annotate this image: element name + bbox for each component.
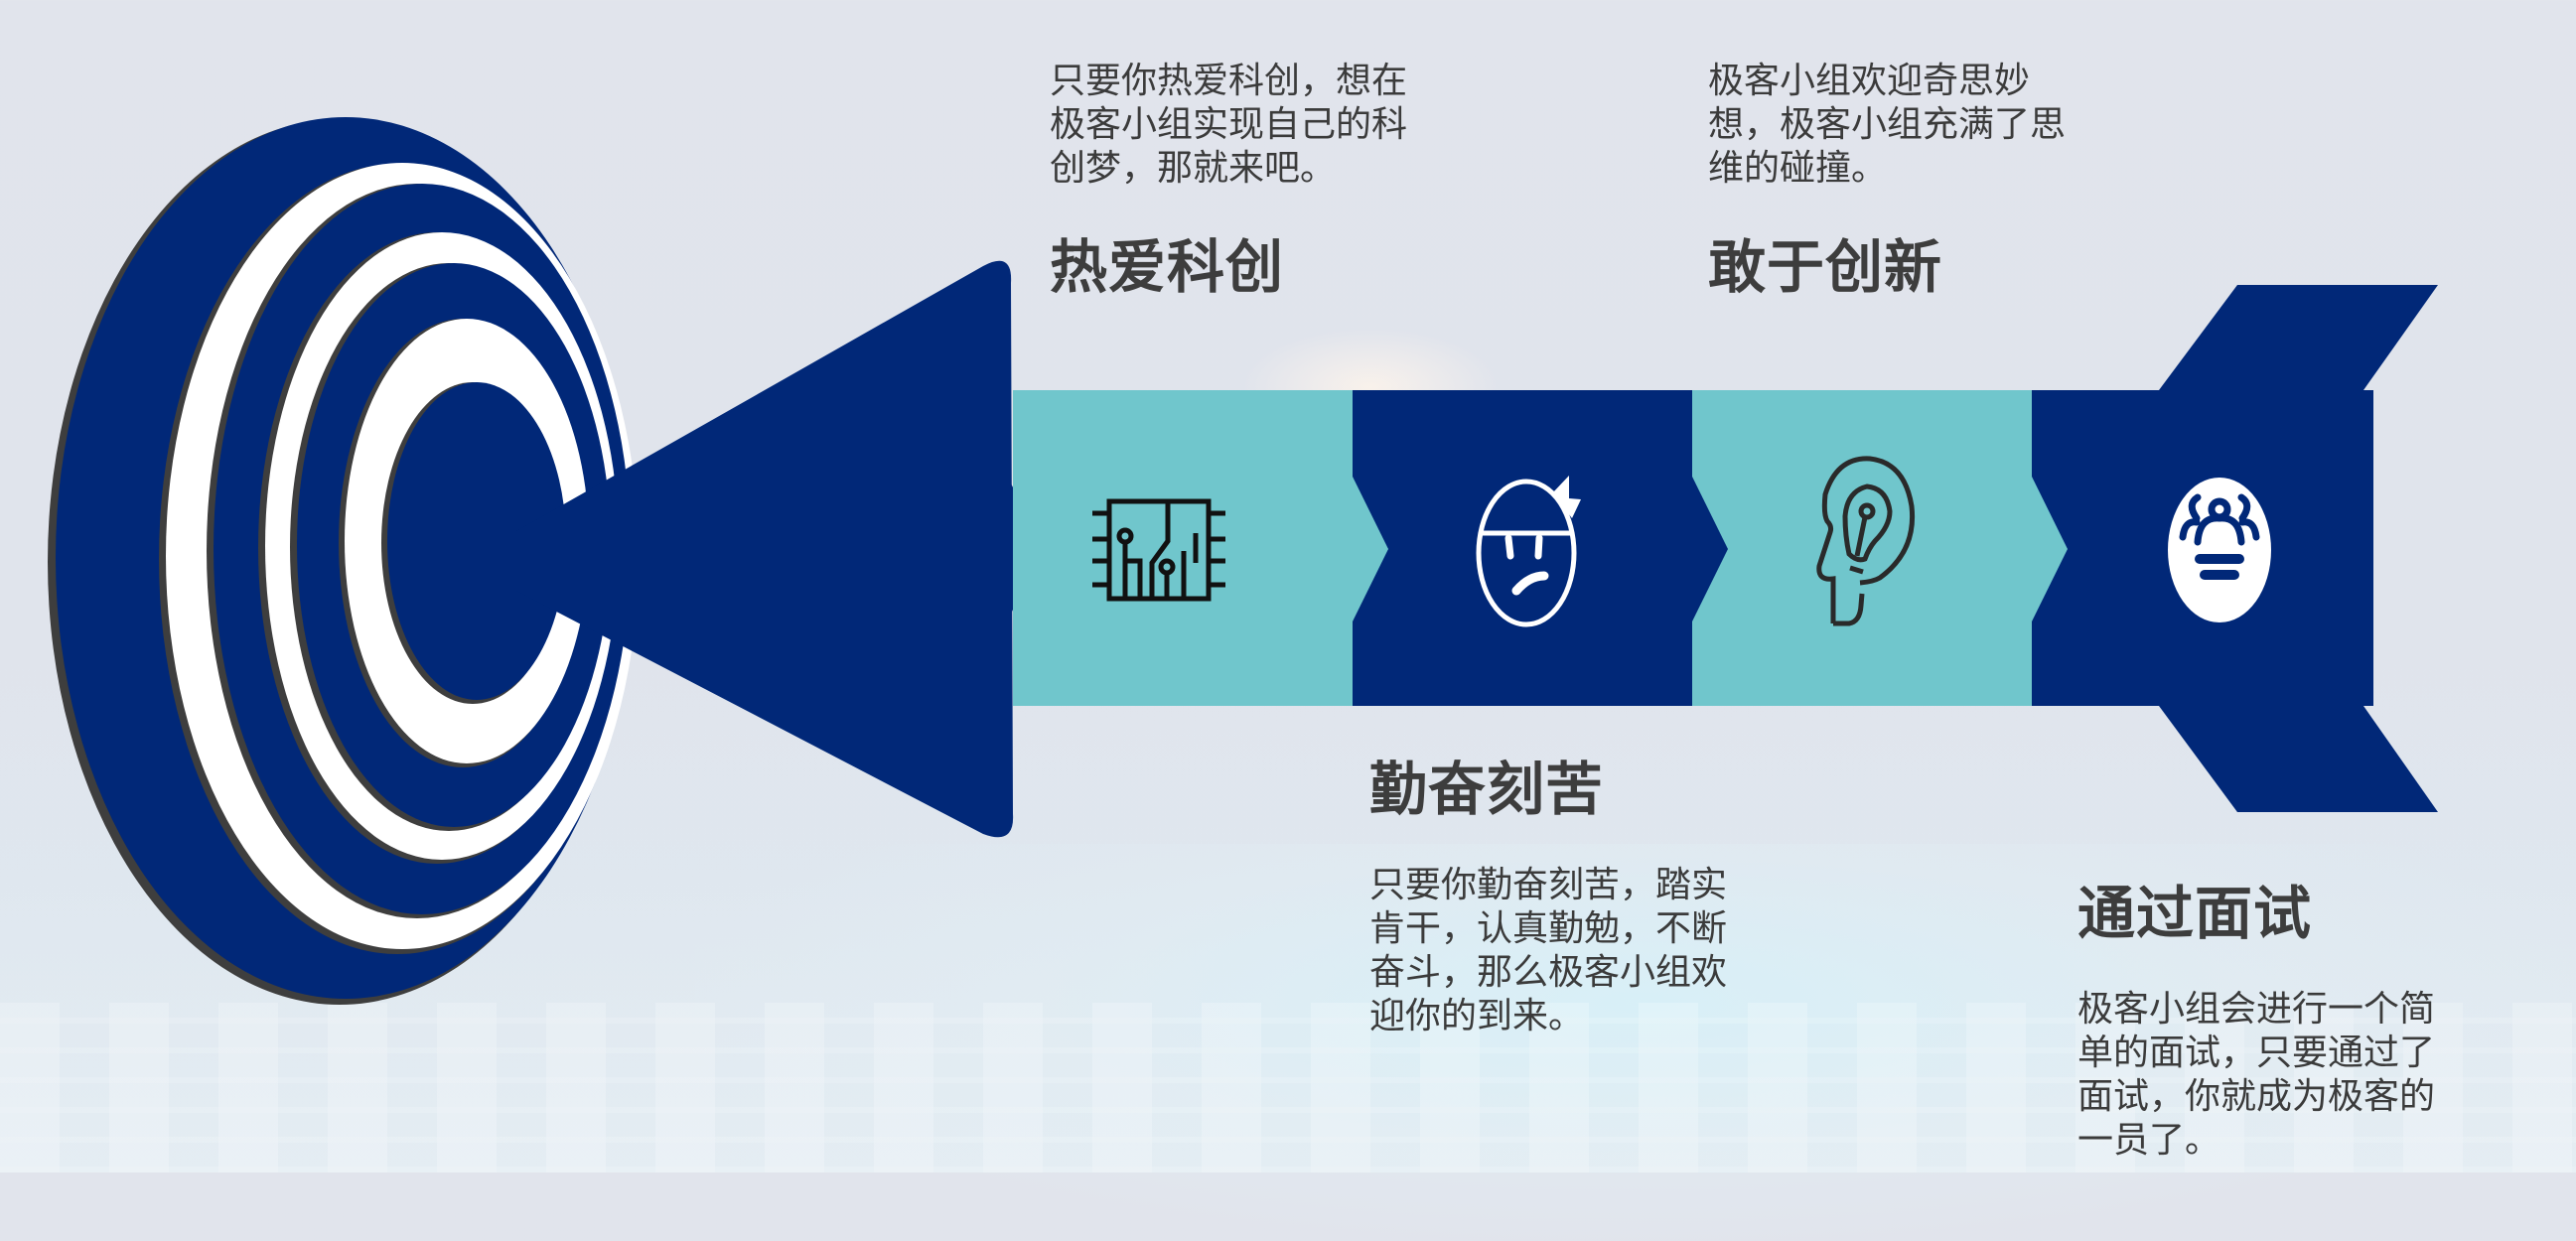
segment-1 <box>1013 390 1353 706</box>
determined-face-headband-icon <box>1476 476 1581 627</box>
step-3-title: 敢于创新 <box>1708 233 1943 301</box>
step-4-description: 极客小组会进行一个简单的面试，只要通过了面试，你就成为极客的一员了。 <box>2077 989 2436 1161</box>
arrow-shaft <box>1013 390 2373 706</box>
arrow-target-graphic <box>48 117 2438 1005</box>
segment-2 <box>1353 390 1692 706</box>
team-group-icon <box>2168 478 2271 622</box>
step-2: 勤奋刻苦 只要你勤奋刻苦，踏实肯干，认真勤勉，不断奋斗，那么极客小组欢迎你的到来… <box>1369 755 1747 1038</box>
step-1: 只要你热爱科创，想在极客小组实现自己的科创梦，那就来吧。 热爱科创 <box>1050 60 1427 302</box>
circuit-chip-icon <box>1092 498 1225 602</box>
step-2-description: 只要你勤奋刻苦，踏实肯干，认真勤勉，不断奋斗，那么极客小组欢迎你的到来。 <box>1369 865 1728 1036</box>
step-4: 通过面试 极客小组会进行一个简单的面试，只要通过了面试，你就成为极客的一员了。 <box>2077 879 2455 1163</box>
head-lightbulb-icon <box>1816 456 1916 626</box>
arrow-fins <box>2159 285 2438 812</box>
background-grid <box>0 1003 2576 1172</box>
step-3: 极客小组欢迎奇思妙想，极客小组充满了思维的碰撞。 敢于创新 <box>1708 60 2085 302</box>
step-3-description: 极客小组欢迎奇思妙想，极客小组充满了思维的碰撞。 <box>1708 61 2067 189</box>
segment-3 <box>1692 390 2032 706</box>
step-1-title: 热爱科创 <box>1050 233 1285 301</box>
step-1-description: 只要你热爱科创，想在极客小组实现自己的科创梦，那就来吧。 <box>1050 61 1408 189</box>
step-4-title: 通过面试 <box>2077 880 2313 947</box>
target-bullseye-icon <box>48 117 639 1005</box>
step-2-title: 勤奋刻苦 <box>1369 756 1605 823</box>
